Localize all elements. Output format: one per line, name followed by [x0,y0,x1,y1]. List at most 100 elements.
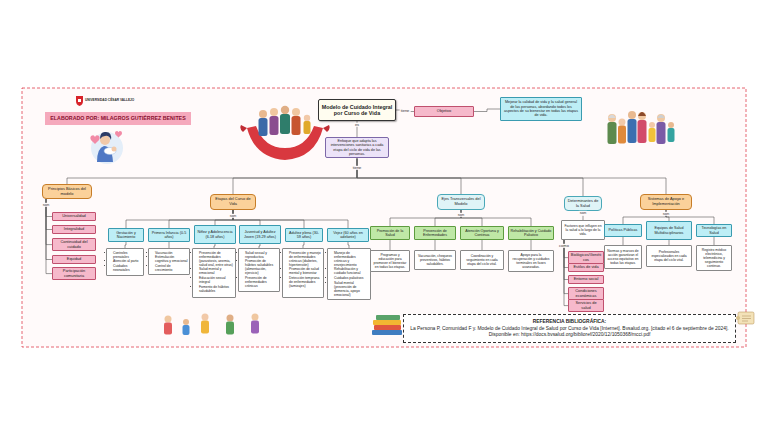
link-label: como [558,244,570,248]
category-box: Primera Infancia (0-5 años) [148,228,190,242]
family-hands-illustration-part-part [292,108,300,116]
children-illustration-part-part [164,323,172,335]
university-logo [76,96,83,106]
books-illustration-part [373,320,401,325]
branch-box: Ejes Transversales del Modelo [437,194,485,210]
detail-box: Prevención y manejo de enfermedades crón… [282,248,324,298]
bullet-item: Prevención de enfermedades (parasitosis,… [199,251,234,267]
node-text: Equidad [67,257,81,262]
connector-line [623,237,624,245]
category-box: Gestación y Nacimiento [108,228,144,242]
family-hands-illustration-part-part [304,121,311,134]
link-label: son [662,211,670,215]
item-box: Estilos de vida [568,263,604,272]
children-illustration-part [201,314,209,334]
item-box: Universalidad [52,212,96,221]
bullet-list: Manejo de enfermedades crónicas y enveje… [330,251,369,298]
bullet-item: Promoción de hábitos saludables (aliment… [245,259,278,275]
detail-box: Salud sexual y reproductivaPromoción de … [238,248,280,292]
elderly-family-illustration-part-part [657,115,665,119]
connector-line [482,240,483,250]
bullet-item: Vacunación [155,251,188,255]
bullet-item: Controles prenatales [113,251,142,259]
node-text: Vejez (60 años en adelante) [330,231,367,240]
bullet-item: Rehabilitación y cuidado funcional [334,267,369,275]
node-text: Mejorar la calidad de vida y la salud ge… [503,100,580,117]
axis-box: Promoción de la Salud [370,226,410,240]
edge-label: es [354,123,360,127]
detail-box: Prevención de enfermedades (parasitosis,… [192,248,236,298]
node-text: Profesionales especializados en cada eta… [649,250,690,262]
category-box: Políticas Públicas [604,224,642,237]
children-illustration-part [226,315,234,335]
node-text: La Persona P, Comunidad F y. Modelo de C… [406,326,734,338]
elderly-family-illustration-part-part [668,128,675,142]
children-illustration-part-part [227,315,234,322]
detail-box: Manejo de enfermedades crónicas y enveje… [327,248,371,300]
node-text: Normas y marcos de acción garantizan el … [607,249,640,265]
children-illustration-part-part [226,322,234,335]
detail-box: Coordinación y seguimiento en cada etapa… [460,250,504,270]
node-text: ELABORADO POR: MILAGROS GUTIÉRREZ BENITE… [50,115,185,121]
node-text: Ejes Transversales del Modelo [440,197,483,206]
family-hands-illustration-part [304,115,311,134]
family-hands-illustration [240,106,329,160]
bullet-item: Estimulación cognitiva y emocional [155,255,188,263]
elderly-family-illustration-part [649,122,656,142]
connector-line [531,240,532,250]
node-text: Prevención de Enfermedades [417,229,454,238]
family-hands-illustration-part [259,110,268,136]
children-illustration-part-part [251,321,259,334]
detail-box: Programas y educación para promover el b… [370,250,410,272]
detail-box: Apoyo para la recuperación y cuidados te… [508,250,554,272]
bullet-item: Prevención de enfermedades crónicas [245,276,278,288]
elderly-family-illustration-part-part [638,112,646,116]
connector-line [474,109,500,112]
elderly-family-illustration-part-part [668,122,674,128]
node-text: Modelo de Cuidado Integral por Curso de … [321,104,394,117]
frame-border [22,88,746,347]
detail-box: VacunaciónEstimulación cognitiva y emoci… [148,248,190,275]
item-box: Continuidad del cuidado [52,238,96,251]
link-label: son [229,214,237,218]
connector-line [357,158,583,196]
definition-box: Enfoque que adapta las intervenciones sa… [325,137,389,158]
connector-line [461,210,531,226]
bullet-item: Cuidados neonatales [113,264,142,272]
logo-text: UNIVERSIDAD CÉSAR VALLEJO [85,99,134,103]
mother-baby-illustration-part [115,131,122,138]
children-illustration-part-part [201,321,209,334]
elderly-family-illustration-part [638,112,647,143]
axis-box: Atención Oportuna y Continua [460,226,504,240]
node-text: Determinantes de la Salud [567,199,600,208]
bullet-list: Prevención y manejo de enfermedades crón… [285,251,322,290]
children-illustration-part-part [202,314,209,321]
elderly-family-illustration-part-part [618,126,626,144]
detail-box: Profesionales especializados en cada eta… [646,245,692,267]
node-text: Gestación y Nacimiento [111,231,142,240]
node-text: Factores que influyen en la salud a lo l… [564,224,603,236]
node-text: Coordinación y seguimiento en cada etapa… [463,254,502,266]
node-text: Continuidad del cuidado [55,240,94,249]
node-text: Servicios de salud [571,301,602,310]
item-box: Servicios de salud [568,299,604,312]
category-box: Equipos de Salud Multidisciplinarios [646,221,692,240]
category-box: Tecnologías en Salud [696,224,732,237]
branch-box: Determinantes de la Salud [564,196,602,211]
family-hands-illustration-part-part [259,118,268,136]
university-logo-part [76,96,83,106]
family-hands-illustration-part-part [280,114,290,134]
branch-box: Principios Básicos del modelo [42,184,92,199]
node-text: Biológicos/Genéticos [571,253,602,262]
children-illustration-part [164,316,172,335]
bullet-list: Prevención de enfermedades (parasitosis,… [195,251,234,294]
family-hands-illustration-part [292,108,301,135]
detail-box: Factores que influyen en la salud a lo l… [561,220,605,240]
author-banner: ELABORADO POR: MILAGROS GUTIÉRREZ BENITE… [45,112,191,125]
bullet-item: Fomento de hábitos saludables [199,285,234,293]
bullet-item: Prevención y manejo de enfermedades crón… [289,251,322,267]
